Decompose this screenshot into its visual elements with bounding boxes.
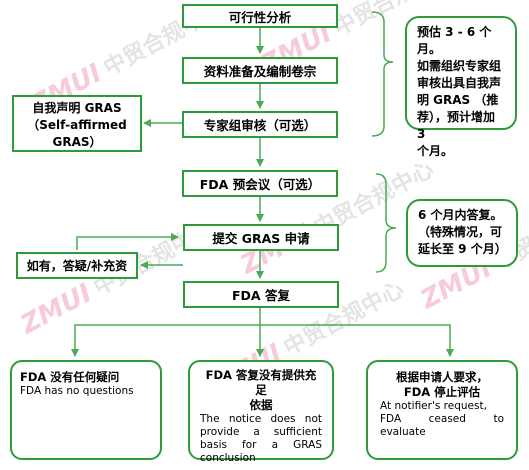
note-line: 6 个月内答复。 xyxy=(418,208,503,222)
result-title: 依据 xyxy=(249,398,273,412)
result-text: At notifier's request, xyxy=(380,400,487,412)
result-text: provide a sufficient xyxy=(200,426,322,438)
note-line: 明 GRAS （推 xyxy=(417,93,499,107)
note-line: 预估 3 - 6 个月。 xyxy=(417,25,492,56)
step-expert-review: 专家组审核（可选） xyxy=(182,111,338,138)
result-text: basis for a GRAS xyxy=(200,439,322,451)
self-gras-cn: 自我声明 GRAS xyxy=(32,101,122,115)
note-line: 延长至 9 个月） xyxy=(418,242,507,256)
note-line: 个月。 xyxy=(417,144,454,158)
step-pre-meeting: FDA 预会议（可选） xyxy=(182,170,338,197)
step-reply: FDA 答复 xyxy=(183,281,339,308)
result-title: FDA 没有任何疑问 xyxy=(20,370,120,384)
result-title: 根据申请人要求， xyxy=(396,370,488,384)
result-no-questions: FDA 没有任何疑问 FDA has no questions xyxy=(10,360,162,460)
step-feasibility: 可行性分析 xyxy=(182,4,338,28)
time-estimate-note: 预估 3 - 6 个月。 如需组织专家组 审核出具自我声 明 GRAS （推 荐… xyxy=(405,16,517,158)
result-title: FDA 答复没有提供充足 xyxy=(205,368,317,397)
result-text: evaluate xyxy=(380,426,426,438)
step-dossier: 资料准备及编制卷宗 xyxy=(182,57,338,84)
self-affirmed-gras-box: 自我声明 GRAS （Self-affirmed GRAS） xyxy=(12,95,142,152)
self-gras-en: （Self-affirmed GRAS） xyxy=(27,118,127,149)
result-text: conclusion xyxy=(200,452,256,464)
result-text: FDA ceased to xyxy=(380,413,504,425)
result-cease: 根据申请人要求， FDA 停止评估 At notifier's request,… xyxy=(366,360,518,460)
reply-time-note: 6 个月内答复。 （特殊情况，可 延长至 9 个月） xyxy=(406,199,518,267)
step-submit: 提交 GRAS 申请 xyxy=(183,224,339,251)
result-insufficient: FDA 答复没有提供充足 依据 The notice does not prov… xyxy=(188,360,334,464)
result-text: The notice does not xyxy=(200,413,322,425)
note-line: （特殊情况，可 xyxy=(418,225,503,239)
note-line: 荐），预计增加 3 xyxy=(417,110,496,141)
note-line: 如需组织专家组 xyxy=(417,59,502,73)
note-line: 审核出具自我声 xyxy=(417,76,502,90)
query-supplement-box: 如有，答疑/补充资 xyxy=(16,252,138,279)
result-title: FDA 停止评估 xyxy=(403,385,481,399)
result-text: FDA has no questions xyxy=(20,385,134,397)
